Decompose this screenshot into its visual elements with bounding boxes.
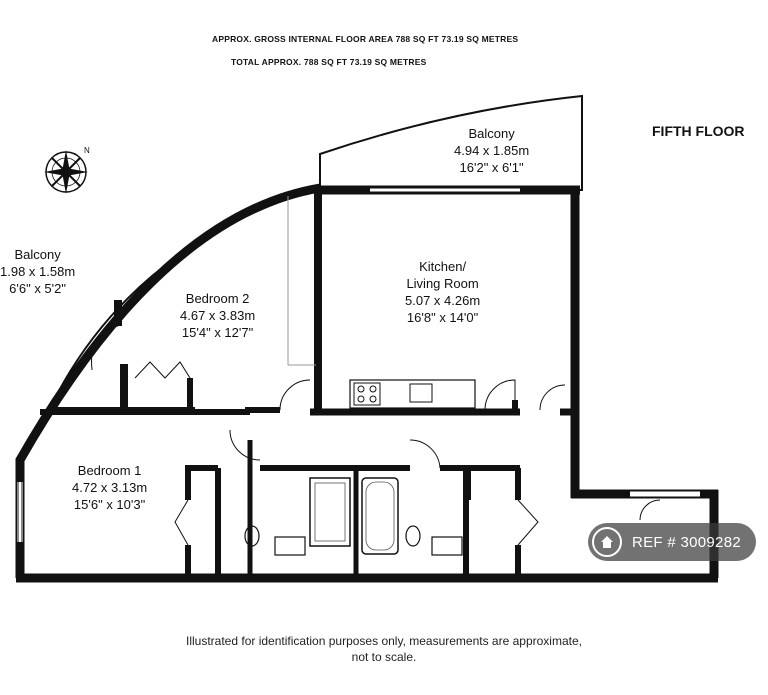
floor-title: FIFTH FLOOR — [652, 123, 745, 139]
room-label-bedroom-2: Bedroom 2 4.67 x 3.83m 15'4" x 12'7" — [180, 291, 256, 340]
bath-tub — [361, 477, 399, 555]
hob — [353, 382, 381, 406]
basin — [431, 536, 463, 556]
kitchen-worktop — [349, 379, 476, 409]
total-area-heading: TOTAL APPROX. 788 SQ FT 73.19 SQ METRES — [231, 57, 427, 67]
basin — [274, 536, 306, 556]
outer-curved-wall — [15, 183, 321, 578]
room-label-kitchen: Kitchen/ Living Room 5.07 x 4.26m 16'8" … — [405, 259, 481, 325]
shower-tray — [309, 477, 351, 547]
toilet — [244, 525, 260, 547]
room-label-bedroom-1: Bedroom 1 4.72 x 3.13m 15'6" x 10'3" — [72, 463, 148, 512]
ref-number: REF # 3009282 — [632, 533, 741, 551]
home-icon — [592, 527, 622, 557]
balcony-top-outline — [319, 94, 583, 191]
disclaimer: Illustrated for identification purposes … — [186, 634, 582, 664]
toilet — [405, 525, 421, 547]
room-label-balcony-left: Balcony 1.98 x 1.58m 6'6" x 5'2" — [0, 247, 76, 296]
sink — [409, 383, 433, 403]
room-label-balcony-top: Balcony 4.94 x 1.85m 16'2" x 6'1" — [454, 126, 530, 175]
ref-badge[interactable]: REF # 3009282 — [588, 523, 756, 561]
compass-icon — [44, 150, 88, 194]
compass-north-letter: N — [84, 146, 90, 155]
gross-area-heading: APPROX. GROSS INTERNAL FLOOR AREA 788 SQ… — [212, 34, 519, 44]
